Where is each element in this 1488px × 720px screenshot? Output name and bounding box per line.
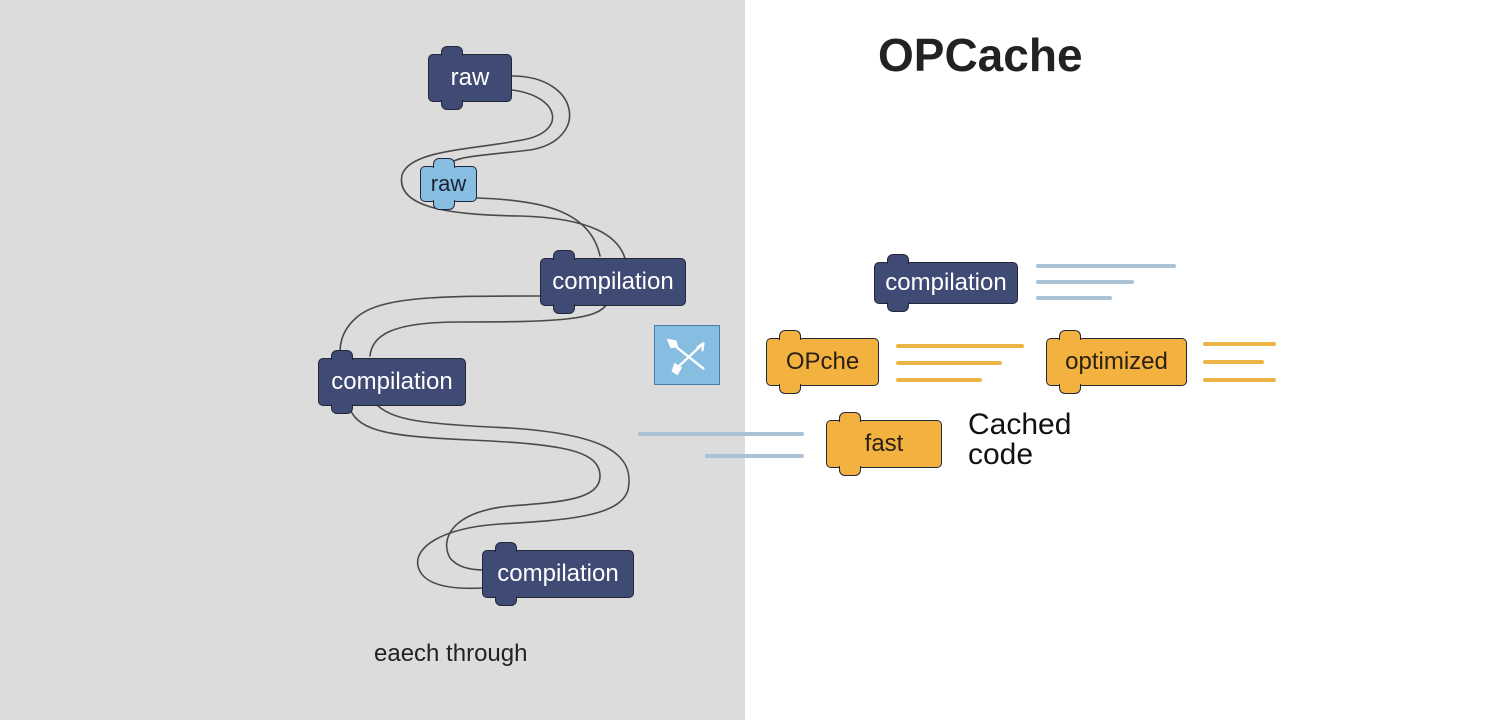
tools-icon [654,325,720,385]
block-label: optimized [1065,348,1168,375]
wire [375,403,630,590]
wire [347,403,601,571]
block-label: fast [864,430,904,457]
cached-label-line: Cached [968,408,1072,441]
block-optimized: optimized [1046,330,1187,394]
block-compilation: compilation [540,250,686,314]
block-compilation: compilation [318,350,466,414]
block-label: raw [450,64,490,91]
block-opche: OPche [766,330,879,394]
block-label: raw [430,171,467,196]
block-compilation: compilation [874,254,1018,312]
block-label: compilation [552,268,674,295]
wire [369,301,609,357]
wire [476,197,601,257]
block-label: compilation [497,560,619,587]
speed-lines-blue [638,264,1176,458]
tools-icon-graphic [666,338,705,376]
block-compilation: compilation [482,542,634,606]
cached-label-line: code [968,438,1034,471]
cached-code-label: Cached code [968,410,1071,470]
wire [447,75,571,169]
block-label: compilation [331,368,453,395]
left-panel-caption: eaech through [374,640,528,667]
wire [339,295,541,361]
block-label: compilation [885,269,1007,296]
block-raw: raw [428,46,512,110]
block-label: OPche [785,348,860,375]
speed-lines-orange [896,342,1276,382]
block-fast: fast [826,412,942,476]
wire [400,89,627,263]
block-raw: raw [420,158,477,210]
diagram-title: OPCache [878,29,1083,81]
